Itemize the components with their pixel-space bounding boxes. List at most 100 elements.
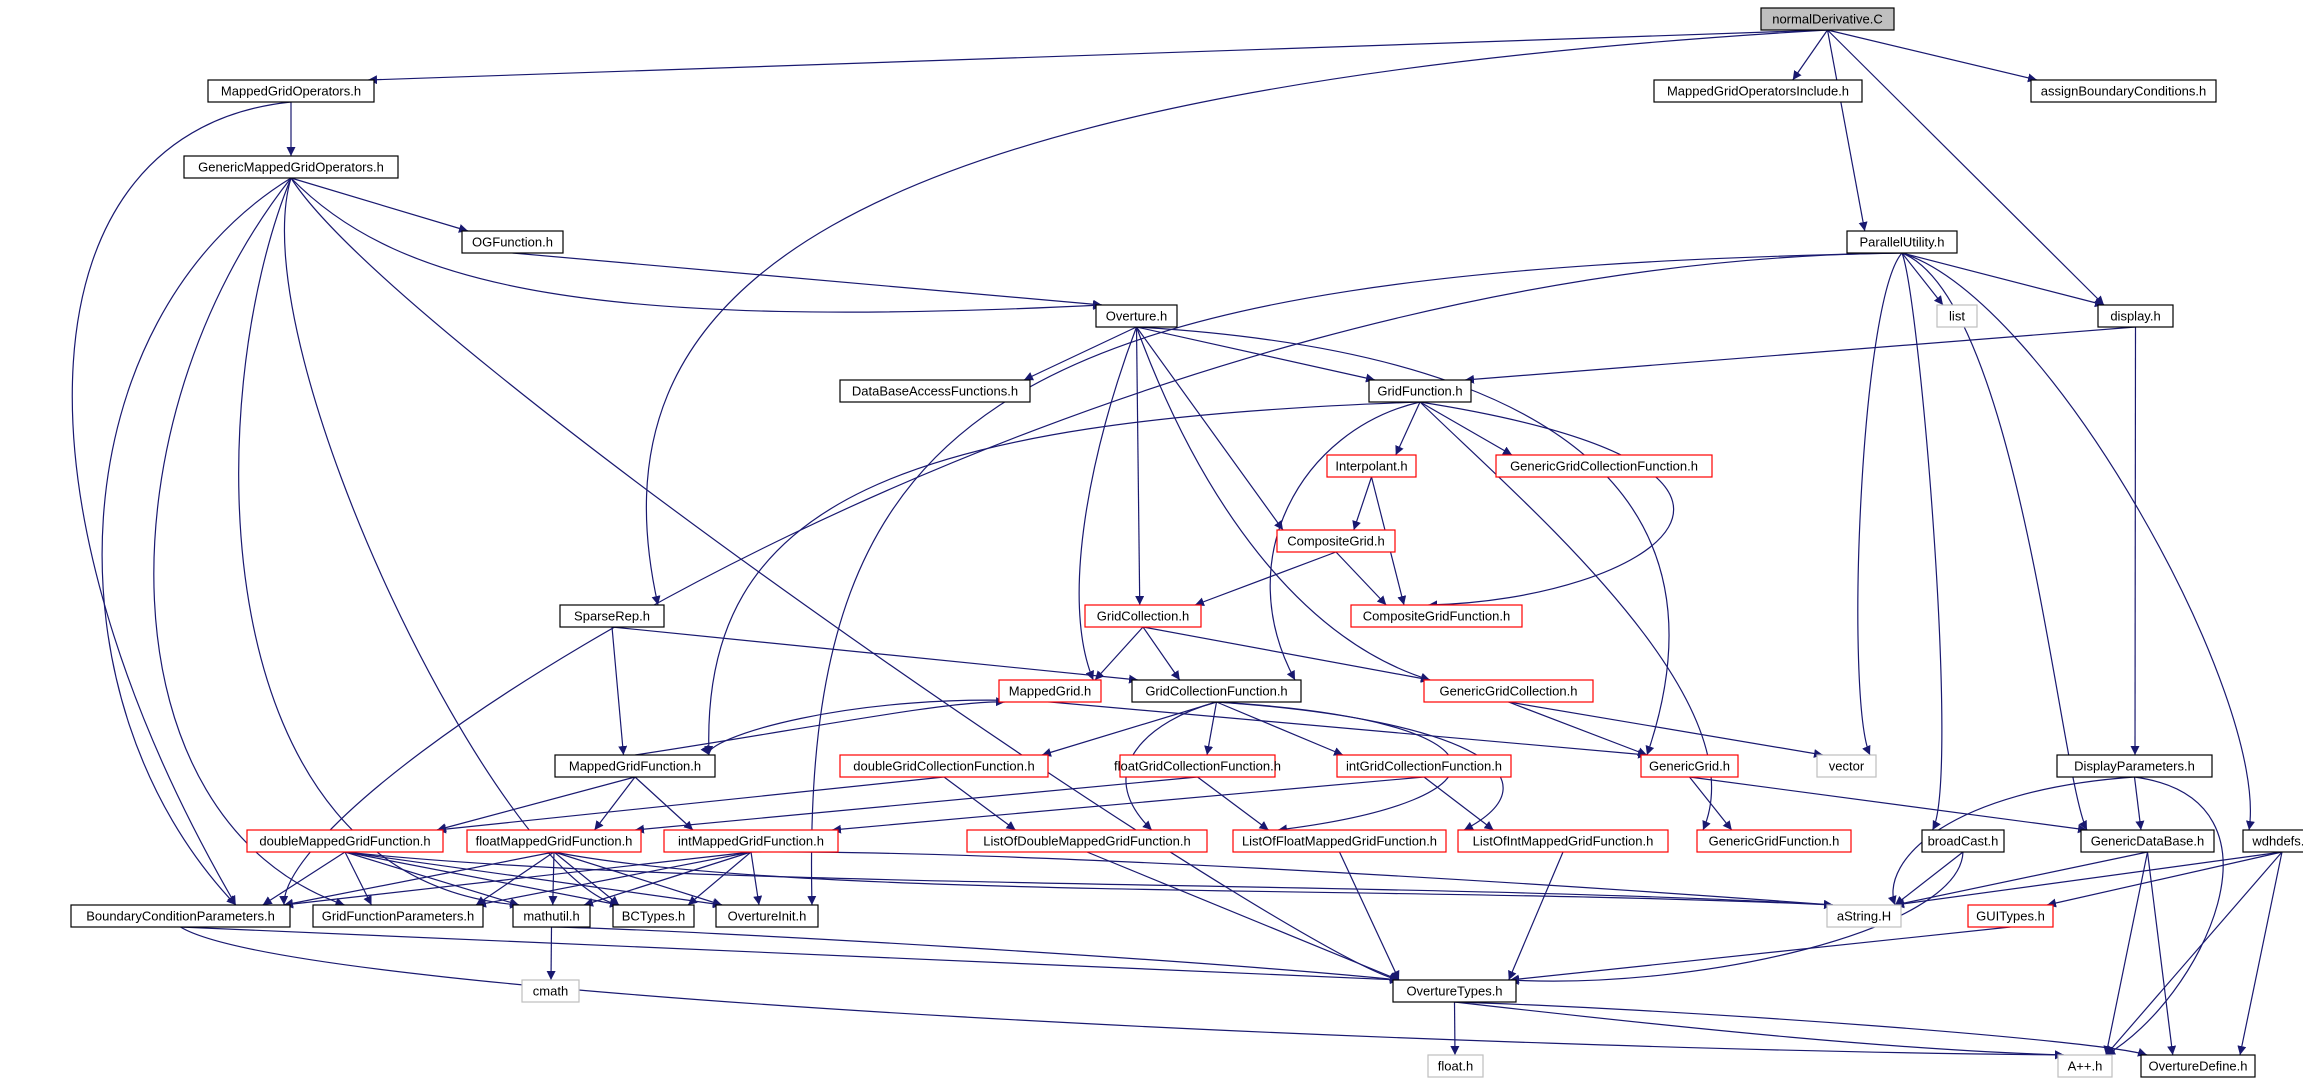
node-gc[interactable]: GridCollection.h [1084, 604, 1202, 628]
node-box [1936, 304, 1978, 328]
node-cgf[interactable]: CompositeGridFunction.h [1350, 604, 1523, 628]
edge-ogf-to-ov [512, 252, 1103, 309]
node-label: Overture.h [1106, 309, 1167, 324]
edge-ov-to-gc [1135, 326, 1145, 606]
node-sparse[interactable]: SparseRep.h [559, 604, 665, 628]
edge-gf-to-cgf [1419, 401, 1675, 610]
node-ggf[interactable]: GenericGridFunction.h [1696, 829, 1852, 853]
edge-dmgf-to-bcp [262, 851, 346, 906]
node-gmgo[interactable]: GenericMappedGridOperators.h [183, 155, 399, 179]
edge-loimgf-to-ot [1508, 851, 1564, 981]
node-gf[interactable]: GridFunction.h [1368, 379, 1472, 403]
node-root[interactable]: normalDerivative.C [1760, 7, 1895, 31]
edge-ov-to-cg [1136, 326, 1284, 531]
edges-layer [71, 29, 2283, 1060]
node-gcf[interactable]: GenericGridCollectionFunction.h [1495, 454, 1713, 478]
node-label: Interpolant.h [1335, 459, 1407, 474]
edge-ot-to-app [1454, 1001, 2065, 1060]
node-dbaf[interactable]: DataBaseAccessFunctions.h [839, 379, 1031, 403]
node-interp[interactable]: Interpolant.h [1326, 454, 1417, 478]
node-label: cmath [533, 984, 568, 999]
edge-gcfn-to-igcf [1216, 701, 1344, 756]
edge-imgf-to-bcp [283, 851, 752, 909]
node-fgcf[interactable]: floatGridCollectionFunction.h [1114, 754, 1281, 778]
edge-imgf-to-astr [750, 851, 1834, 909]
node-bct[interactable]: BCTypes.h [612, 904, 695, 928]
node-oi[interactable]: OvertureInit.h [715, 904, 819, 928]
node-mu[interactable]: mathutil.h [512, 904, 591, 928]
node-ogf[interactable]: OGFunction.h [461, 230, 564, 254]
node-label: mathutil.h [523, 909, 579, 924]
node-label: SparseRep.h [574, 609, 650, 624]
node-box [1967, 904, 2054, 928]
node-list: list [1936, 304, 1978, 328]
node-box [1392, 979, 1517, 1003]
edge-lodmgf-to-ot [1086, 851, 1400, 981]
node-igcf[interactable]: intGridCollectionFunction.h [1336, 754, 1512, 778]
node-label: GUITypes.h [1976, 909, 2045, 924]
node-box [1457, 829, 1669, 853]
edge-disp-to-gf [1464, 326, 2136, 384]
node-gfp[interactable]: GridFunctionParameters.h [312, 904, 484, 928]
edge-wdh-to-astr [1894, 851, 2283, 909]
edge-pu-to-wdh [1901, 252, 2255, 831]
edge-igcf-to-imgf [831, 776, 1425, 834]
node-ot[interactable]: OvertureTypes.h [1392, 979, 1517, 1003]
edge-mgf-to-mg [634, 697, 1006, 756]
node-cg[interactable]: CompositeGrid.h [1276, 529, 1396, 553]
node-pu[interactable]: ParallelUtility.h [1846, 230, 1958, 254]
node-mgoi[interactable]: MappedGridOperatorsInclude.h [1653, 79, 1863, 103]
node-gg[interactable]: GenericGrid.h [1640, 754, 1739, 778]
node-label: CompositeGridFunction.h [1363, 609, 1510, 624]
node-label: GenericGridFunction.h [1709, 834, 1840, 849]
node-dp[interactable]: DisplayParameters.h [2056, 754, 2213, 778]
node-loimgf[interactable]: ListOfIntMappedGridFunction.h [1457, 829, 1669, 853]
edge-gcfn-to-lodmgf [1125, 701, 1217, 831]
node-box [1276, 529, 1396, 553]
node-box [1350, 604, 1523, 628]
node-box [466, 829, 642, 853]
node-lodmgf[interactable]: ListOfDoubleMappedGridFunction.h [966, 829, 1208, 853]
node-ov[interactable]: Overture.h [1095, 304, 1178, 328]
node-abc[interactable]: assignBoundaryConditions.h [2030, 79, 2217, 103]
node-label: BoundaryConditionParameters.h [86, 909, 275, 924]
node-bcp[interactable]: BoundaryConditionParameters.h [70, 904, 291, 928]
node-gcfn[interactable]: GridCollectionFunction.h [1131, 679, 1302, 703]
node-mgf[interactable]: MappedGridFunction.h [554, 754, 716, 778]
node-box [1816, 754, 1877, 778]
edge-ov-to-gf [1136, 326, 1376, 383]
node-app: A++.h [2057, 1054, 2113, 1078]
node-floath: float.h [1427, 1054, 1484, 1078]
edge-fgcf-to-fmgf [634, 776, 1198, 834]
node-gdb[interactable]: GenericDataBase.h [2080, 829, 2215, 853]
node-label: vector [1829, 759, 1865, 774]
edge-gmgo-to-ot [290, 177, 1400, 983]
edge-disp-to-dp [2130, 326, 2140, 756]
edge-ot-to-floath [1450, 1001, 1460, 1056]
node-bc[interactable]: broadCast.h [1921, 829, 2005, 853]
edge-ov-to-dbaf [1023, 326, 1137, 381]
node-dgcf[interactable]: doubleGridCollectionFunction.h [839, 754, 1049, 778]
node-mgo[interactable]: MappedGridOperators.h [207, 79, 375, 103]
edge-wdh-to-app [2105, 851, 2283, 1056]
node-ggc[interactable]: GenericGridCollection.h [1423, 679, 1594, 703]
node-fmgf[interactable]: floatMappedGridFunction.h [466, 829, 642, 853]
node-dmgf[interactable]: doubleMappedGridFunction.h [246, 829, 444, 853]
edge-gf-to-interp [1395, 401, 1421, 456]
edge-gmgo-to-gfp [153, 177, 345, 907]
node-label: GridCollection.h [1097, 609, 1190, 624]
node-lofmgf[interactable]: ListOfFloatMappedGridFunction.h [1232, 829, 1447, 853]
node-wdh[interactable]: wdhdefs.h [2242, 829, 2303, 853]
node-label: MappedGridFunction.h [569, 759, 701, 774]
edge-mu-to-ot [551, 926, 1400, 984]
node-disp[interactable]: display.h [2097, 304, 2174, 328]
edge-root-to-mgo [367, 29, 1828, 85]
node-odef[interactable]: OvertureDefine.h [2140, 1054, 2256, 1078]
edge-dp-to-app [2105, 776, 2224, 1056]
edge-pu-to-oi [807, 252, 1903, 906]
node-label: ListOfIntMappedGridFunction.h [1473, 834, 1654, 849]
node-imgf[interactable]: intMappedGridFunction.h [663, 829, 839, 853]
node-mg[interactable]: MappedGrid.h [998, 679, 1102, 703]
edge-imgf-to-mu [583, 851, 752, 907]
node-gui[interactable]: GUITypes.h [1967, 904, 2054, 928]
